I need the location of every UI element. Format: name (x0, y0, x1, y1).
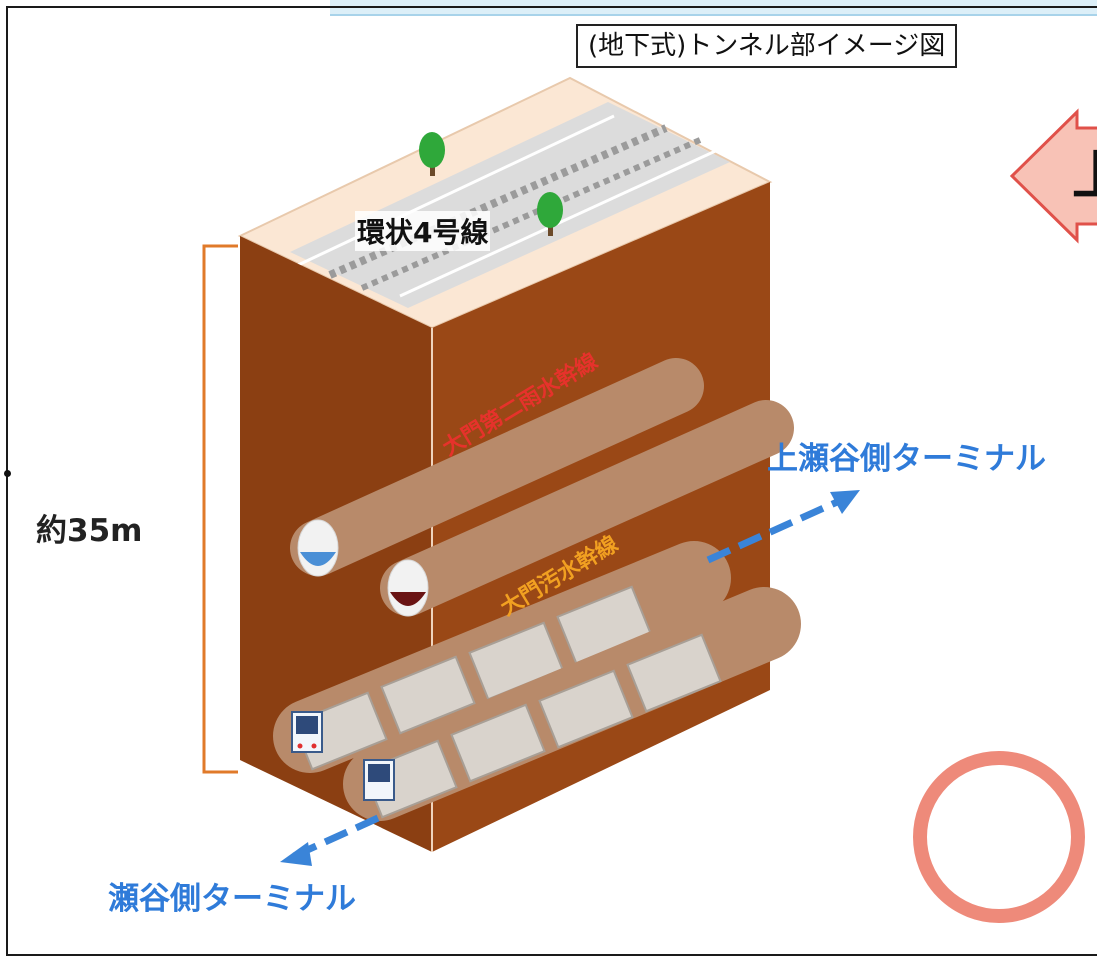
marker-circle (913, 751, 1085, 923)
direction-arrow-left (1009, 108, 1097, 244)
arrow-to-kamiseya (706, 490, 860, 564)
arrow-to-seya (280, 814, 380, 866)
depth-bracket (202, 244, 238, 774)
edge-marker-dot (4, 470, 11, 477)
arrow-label: 上 (1072, 134, 1097, 209)
tree-icon (419, 132, 445, 176)
kamiseya-terminal-label: 上瀬谷側ターミナル (767, 441, 1046, 477)
bus-tunnel-lower (343, 587, 801, 821)
seya-terminal-label: 瀬谷側ターミナル (108, 881, 356, 917)
tree-icon (537, 192, 563, 236)
top-header-band (330, 0, 1097, 16)
bus-tunnel-upper (273, 541, 731, 773)
road-label: 環状4号線 (355, 211, 491, 251)
upper-pipe (380, 400, 794, 617)
rain-pipe (290, 358, 704, 577)
depth-label: 約35m (36, 513, 143, 549)
road-surface (290, 102, 730, 308)
diagram-title: (地下式)トンネル部イメージ図 (576, 24, 958, 68)
